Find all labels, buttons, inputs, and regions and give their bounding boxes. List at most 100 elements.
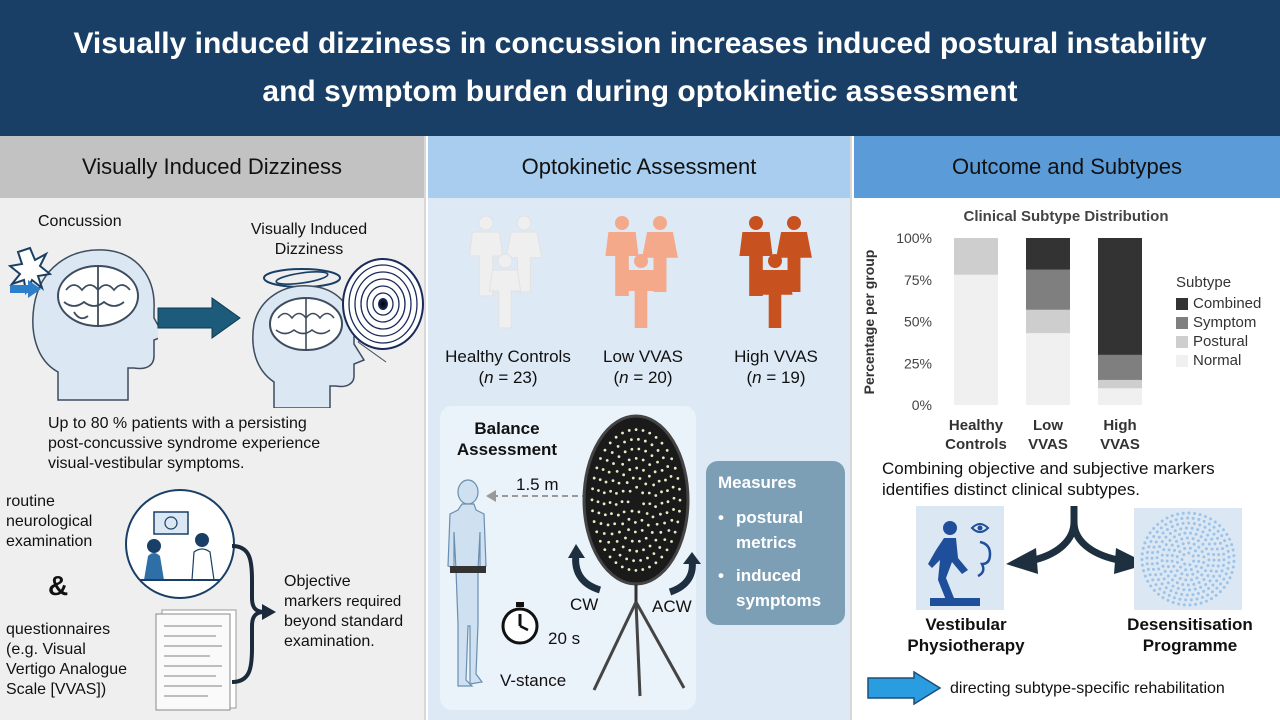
optokinetic-pattern-icon (342, 258, 424, 350)
chart-ytick-label: 50% (904, 314, 932, 330)
quest-line2: (e.g. Visual (6, 641, 86, 658)
questionnaire-document-icon (155, 609, 237, 711)
chart-xtick-label: Controls (945, 436, 1007, 453)
optokinetic-dome-icon (582, 414, 690, 697)
title-line-2: and symptom burden during optokinetic as… (262, 75, 1018, 108)
legend-item-combined: Combined (1176, 294, 1261, 313)
objective-line1: Objective (284, 573, 351, 590)
stat-line3: visual-vestibular symptoms. (48, 455, 245, 472)
group-high-n: (n = 19) (746, 368, 806, 387)
chart-bar-segment (1026, 333, 1070, 405)
family-high-vvas-icon (739, 216, 812, 328)
measures-title: Measures (718, 473, 797, 492)
directing-text: directing subtype-specific rehabilitatio… (950, 680, 1225, 697)
chart-bar-segment (1098, 354, 1142, 380)
chart-xtick-label: VVAS (1100, 436, 1140, 453)
chart-ytick-label: 100% (896, 230, 932, 246)
legend-title: Subtype (1176, 274, 1232, 291)
concussion-label: Concussion (38, 213, 122, 230)
group-low-label: Low VVAS (602, 347, 683, 366)
group-healthy: Healthy Controls (n = 23) (432, 346, 584, 388)
chart-bar-segment (1026, 269, 1070, 310)
group-high-label: High VVAS (734, 347, 818, 366)
group-high: High VVAS (n = 19) (716, 346, 836, 388)
objective-line2a: markers (284, 593, 347, 610)
chart-bar-segment (1098, 379, 1142, 389)
family-healthy-controls-icon (468, 215, 543, 329)
chart-ytick-label: 0% (912, 397, 932, 413)
stat-line1: Up to 80 % patients with a persisting (48, 415, 307, 432)
chart-bar-segment (1098, 388, 1142, 405)
legend-label: Symptom (1193, 314, 1257, 331)
progression-arrow-icon (157, 297, 241, 339)
vid-label-line1: Visually Induced (250, 221, 368, 238)
chart-xtick-label: VVAS (1028, 436, 1068, 453)
vid-label: Visually Induced Dizziness (214, 220, 404, 260)
standing-person-icon (447, 479, 487, 687)
ampersand: & (48, 570, 69, 601)
exam-line1: routine (6, 493, 55, 510)
group-family-icons (468, 215, 812, 329)
concussion-head-icon (32, 249, 158, 401)
chart-bar-segment (1098, 238, 1142, 355)
legend-swatch (1176, 354, 1188, 367)
acw-rotation-arrow-icon (668, 552, 701, 596)
group-healthy-label: Healthy Controls (445, 347, 571, 366)
chart-xtick-label: High (1103, 417, 1136, 434)
legend-swatch (1176, 316, 1188, 329)
legend-item-postural: Postural (1176, 332, 1261, 351)
stance-label: V-stance (500, 671, 567, 690)
combine-text: Combining objective and subjective marke… (882, 459, 1215, 499)
legend-label: Postural (1193, 333, 1249, 350)
desensitisation-pattern-icon (1134, 508, 1242, 610)
legend-item-normal: Normal (1176, 351, 1261, 370)
chart-xtick-label: Low (1033, 417, 1063, 434)
objective-line4: examination. (284, 633, 375, 650)
group-healthy-n: (n = 23) (478, 368, 538, 387)
merge-brace-arrow-icon (231, 544, 276, 684)
quest-line4: Scale [VVAS]) (6, 681, 107, 698)
title-line-1: Visually induced dizziness in concussion… (73, 27, 1207, 60)
branch-arrow-icon (1006, 506, 1148, 574)
chart-ylabel: Percentage per group (861, 250, 877, 395)
distance-label: 1.5 m (516, 475, 559, 494)
chart-ytick-label: 75% (904, 272, 932, 288)
title-banner: Visually induced dizziness in concussion… (0, 0, 1280, 136)
family-low-vvas-icon (605, 216, 678, 328)
subtype-chart: Clinical Subtype Distribution Percentage… (861, 208, 1169, 453)
vestibular-physiotherapy-icon (916, 506, 1004, 610)
directing-arrow-icon (867, 670, 942, 706)
vid-label-line2: Dizziness (274, 241, 344, 258)
objective-markers-text: Objective markers required beyond standa… (284, 572, 403, 652)
chart-bar-segment (1026, 238, 1070, 270)
chart-bar-segment (954, 238, 998, 275)
quest-line3: Vertigo Analogue (6, 661, 127, 678)
brain-icon (57, 265, 139, 327)
cw-rotation-arrow-icon (568, 544, 602, 594)
stopwatch-icon (501, 602, 539, 645)
chart-bar-segment (954, 274, 998, 405)
impact-arrow-icon (10, 280, 41, 298)
objective-line3: beyond standard (284, 613, 404, 630)
dizzy-head-icon (252, 268, 387, 408)
legend-item-symptom: Symptom (1176, 313, 1261, 332)
column-header-vid: Visually Induced Dizziness (0, 136, 424, 198)
cw-label: CW (570, 595, 599, 614)
exam-line2: neurological (6, 513, 93, 530)
duration-label: 20 s (548, 629, 581, 648)
column-header-outcome: Outcome and Subtypes (854, 136, 1280, 198)
stat-text: Up to 80 % patients with a persisting po… (48, 414, 408, 474)
column-header-optokinetic: Optokinetic Assessment (428, 136, 850, 198)
chart-ytick-label: 25% (904, 355, 932, 371)
exam-line3: examination (6, 533, 93, 550)
quest-line1: questionnaires (6, 621, 111, 638)
objective-line2b: required (346, 593, 402, 610)
exam-label: routine neurological examination (6, 492, 92, 552)
group-low-n: (n = 20) (613, 368, 673, 387)
questionnaire-label: questionnaires (e.g. Visual Vertigo Anal… (6, 620, 127, 700)
